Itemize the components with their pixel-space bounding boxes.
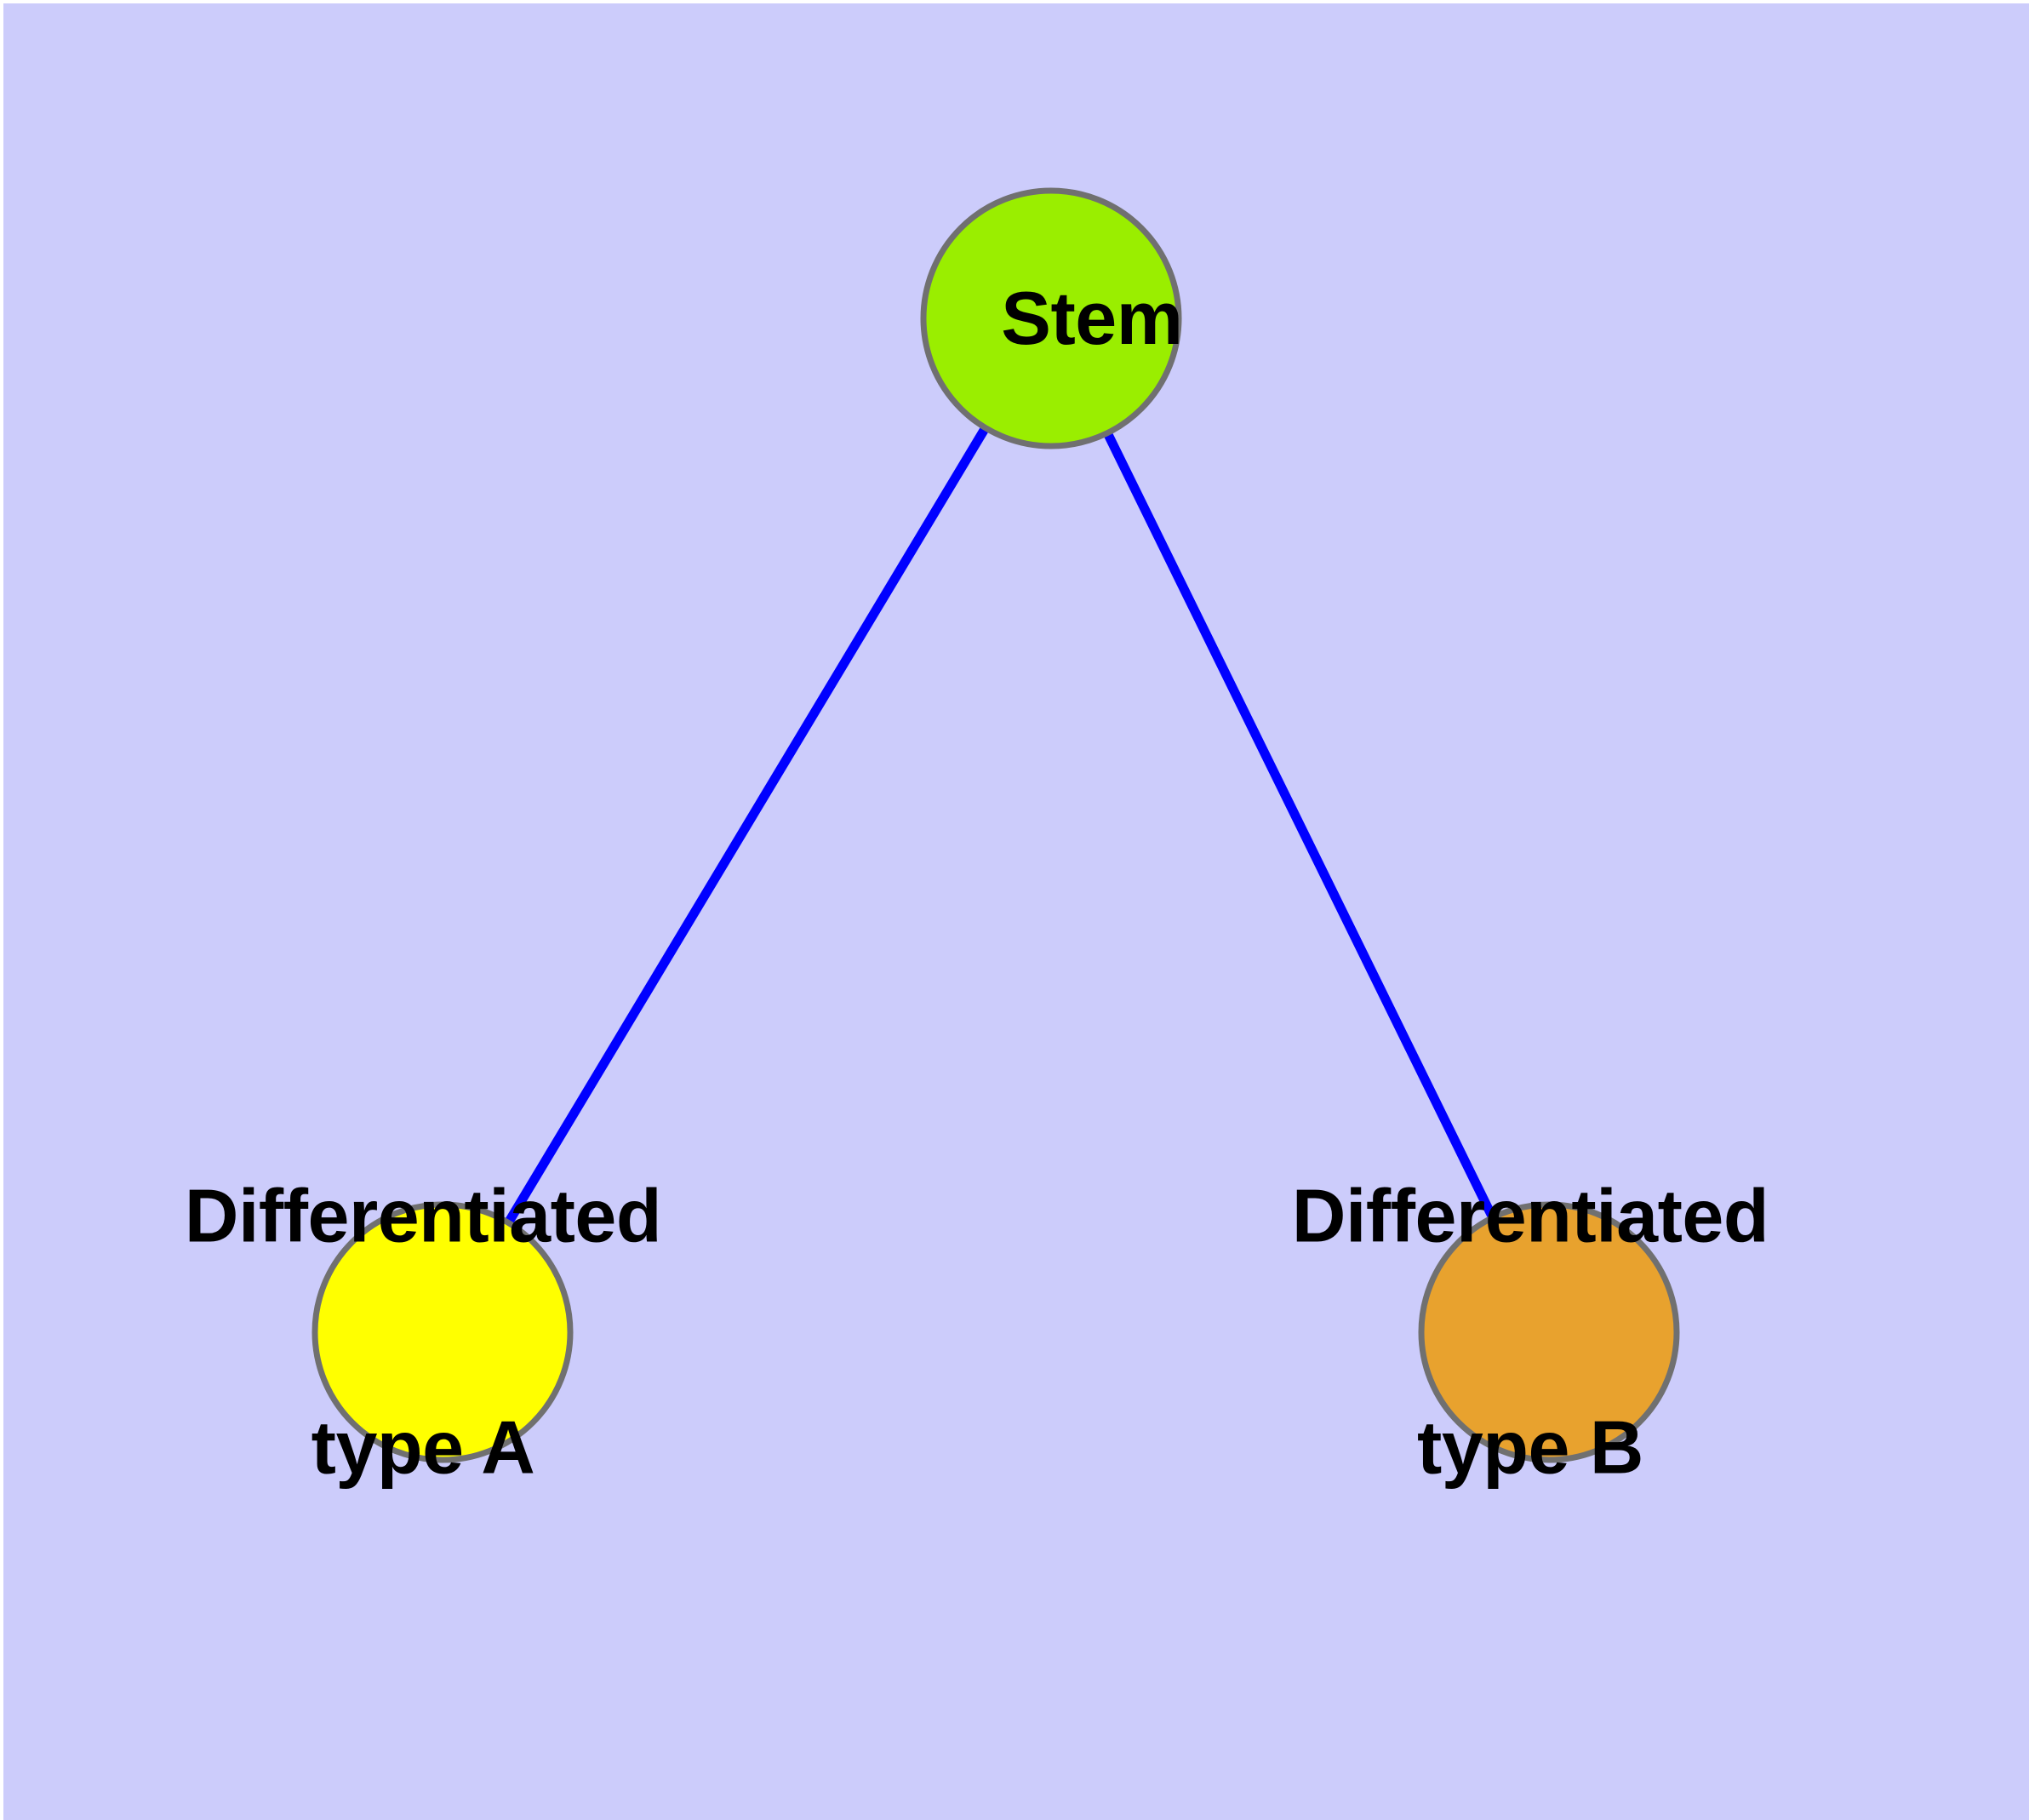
edge-stem-to-diff-b[interactable]	[1102, 429, 1498, 1222]
edge-layer	[503, 424, 1498, 1227]
node-circle-diff-b[interactable]	[1418, 1201, 1680, 1463]
node-circle-stem[interactable]	[920, 187, 1182, 449]
edge-stem-to-diff-a[interactable]	[503, 424, 991, 1227]
node-circle-diff-a[interactable]	[311, 1201, 574, 1463]
node-layer	[311, 187, 1680, 1463]
